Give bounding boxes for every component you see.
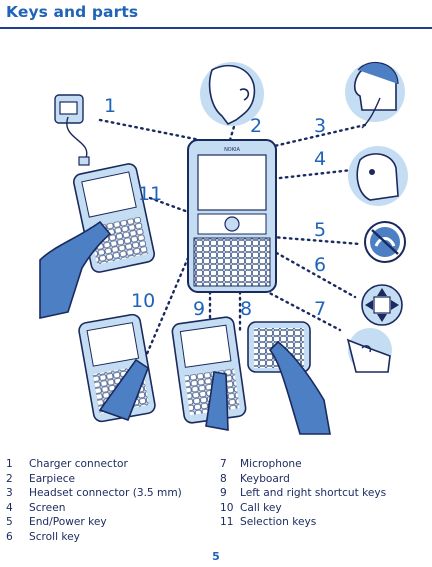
callout-7: 7 xyxy=(314,298,326,320)
selection-key-phone xyxy=(39,163,156,319)
scroll-arrows-icon xyxy=(361,284,403,326)
callout-4: 4 xyxy=(314,148,326,170)
callout-2: 2 xyxy=(250,115,262,137)
keyboard-phone xyxy=(247,321,331,435)
callout-5: 5 xyxy=(314,219,326,241)
callout-6: 6 xyxy=(314,254,326,276)
callout-9: 9 xyxy=(193,298,205,320)
face-screen-icon xyxy=(348,146,408,206)
headset-head-icon xyxy=(345,61,405,129)
phone-brand: NOKIA xyxy=(224,147,240,153)
main-phone: NOKIA xyxy=(187,139,277,293)
callout-10: 10 xyxy=(131,290,155,312)
microphone-mouth-icon xyxy=(346,328,392,373)
shortcut-key-phone xyxy=(171,316,247,431)
page-number: 5 xyxy=(212,550,220,563)
callout-1: 1 xyxy=(104,95,116,117)
callout-3: 3 xyxy=(314,115,326,137)
callout-numbers: 1 2 3 4 5 6 7 8 9 10 11 xyxy=(104,95,326,320)
title-rule xyxy=(0,27,432,29)
earpiece-head-icon xyxy=(200,62,264,126)
call-key-phone xyxy=(78,313,156,423)
end-call-icon xyxy=(364,221,406,263)
charger-icon xyxy=(54,94,90,166)
callout-11: 11 xyxy=(138,183,162,205)
callout-8: 8 xyxy=(240,298,252,320)
page-title: Keys and parts xyxy=(6,3,139,21)
